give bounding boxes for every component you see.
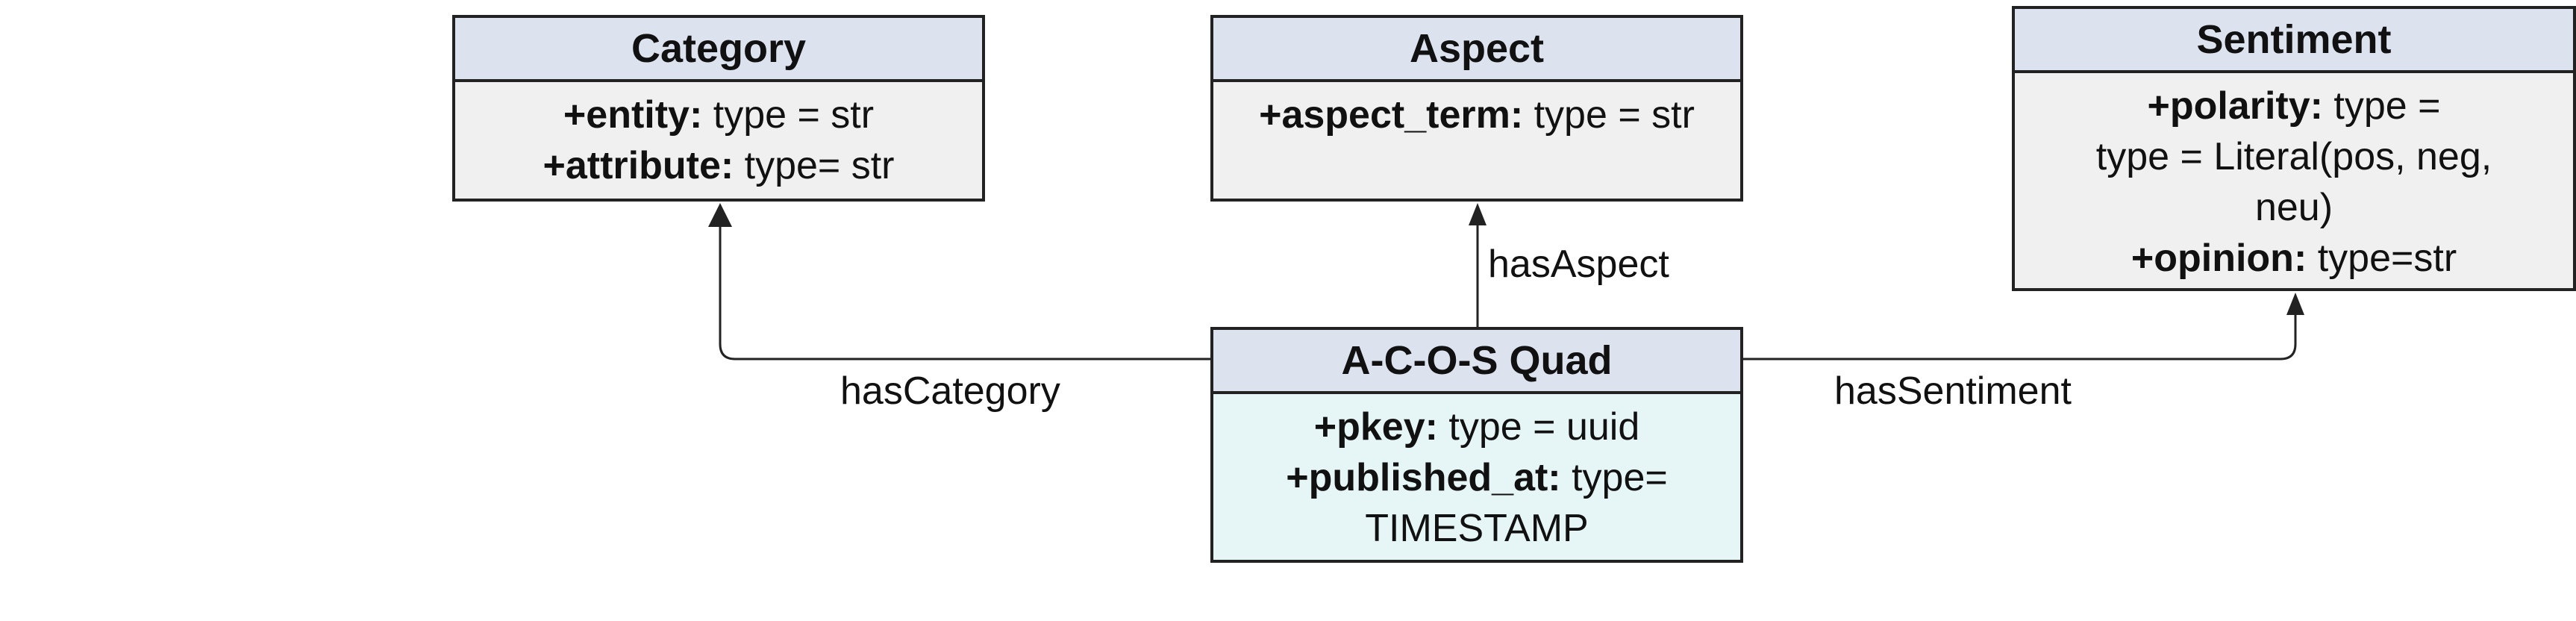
sentiment-class-box: Sentiment +polarity: type = type = Liter… <box>2012 6 2576 291</box>
has-aspect-arrowhead <box>1469 203 1486 225</box>
entity-attribute-name: +entity: <box>563 93 703 137</box>
polarity-attribute-name: +polarity: <box>2147 84 2323 128</box>
category-class-box: Category +entity: type = str +attribute:… <box>452 15 985 202</box>
acos-quad-class-box: A-C-O-S Quad +pkey: type = uuid +publish… <box>1210 327 1743 563</box>
opinion-attribute-name: +opinion: <box>2130 237 2307 280</box>
polarity-type-line-end: neu) <box>2254 186 2333 229</box>
pkey-attribute-type: type = uuid <box>1437 405 1640 449</box>
polarity-attribute: +polarity: type = <box>2015 81 2573 131</box>
published-at-attribute-name: +published_at: <box>1286 456 1561 499</box>
has-aspect-label: hasAspect <box>1488 243 1669 286</box>
published-at-attribute: +published_at: type= <box>1213 452 1740 503</box>
attribute-attribute-name: +attribute: <box>543 144 734 187</box>
aspect-class-box: Aspect +aspect_term: type = str <box>1210 15 1743 202</box>
aspect-term-attribute-type: type = str <box>1523 93 1695 137</box>
published-at-attribute-type: type= <box>1560 456 1668 499</box>
has-category-label: hasCategory <box>840 369 1060 413</box>
published-at-type-line: TIMESTAMP <box>1365 507 1589 550</box>
pkey-attribute: +pkey: type = uuid <box>1213 402 1740 452</box>
opinion-attribute-type: type=str <box>2307 237 2457 280</box>
has-sentiment-line <box>1743 312 2297 361</box>
polarity-type-line: type = Literal(pos, neg, <box>2095 135 2492 178</box>
pkey-attribute-name: +pkey: <box>1313 405 1438 449</box>
aspect-term-attribute: +aspect_term: type = str <box>1213 90 1740 140</box>
polarity-attribute-type: type = <box>2322 84 2441 128</box>
aspect-class-title: Aspect <box>1213 18 1740 82</box>
has-category-line <box>719 221 1210 361</box>
category-attributes: +entity: type = str +attribute: type= st… <box>455 82 982 191</box>
sentiment-attributes: +polarity: type = type = Literal(pos, ne… <box>2015 73 2573 284</box>
opinion-attribute: +opinion: type=str <box>2015 233 2573 284</box>
entity-attribute-type: type = str <box>702 93 875 137</box>
acos-quad-class-title: A-C-O-S Quad <box>1213 330 1740 394</box>
aspect-term-attribute-name: +aspect_term: <box>1259 93 1524 137</box>
attribute-attribute: +attribute: type= str <box>455 140 982 191</box>
attribute-attribute-type: type= str <box>734 144 895 187</box>
category-class-title: Category <box>455 18 982 82</box>
sentiment-class-title: Sentiment <box>2015 9 2573 73</box>
acos-quad-attributes: +pkey: type = uuid +published_at: type= … <box>1213 394 1740 554</box>
has-category-arrowhead <box>708 203 732 227</box>
entity-attribute: +entity: type = str <box>455 90 982 140</box>
has-sentiment-label: hasSentiment <box>1834 369 2072 413</box>
has-sentiment-arrowhead <box>2286 293 2304 315</box>
aspect-attributes: +aspect_term: type = str <box>1213 82 1740 140</box>
